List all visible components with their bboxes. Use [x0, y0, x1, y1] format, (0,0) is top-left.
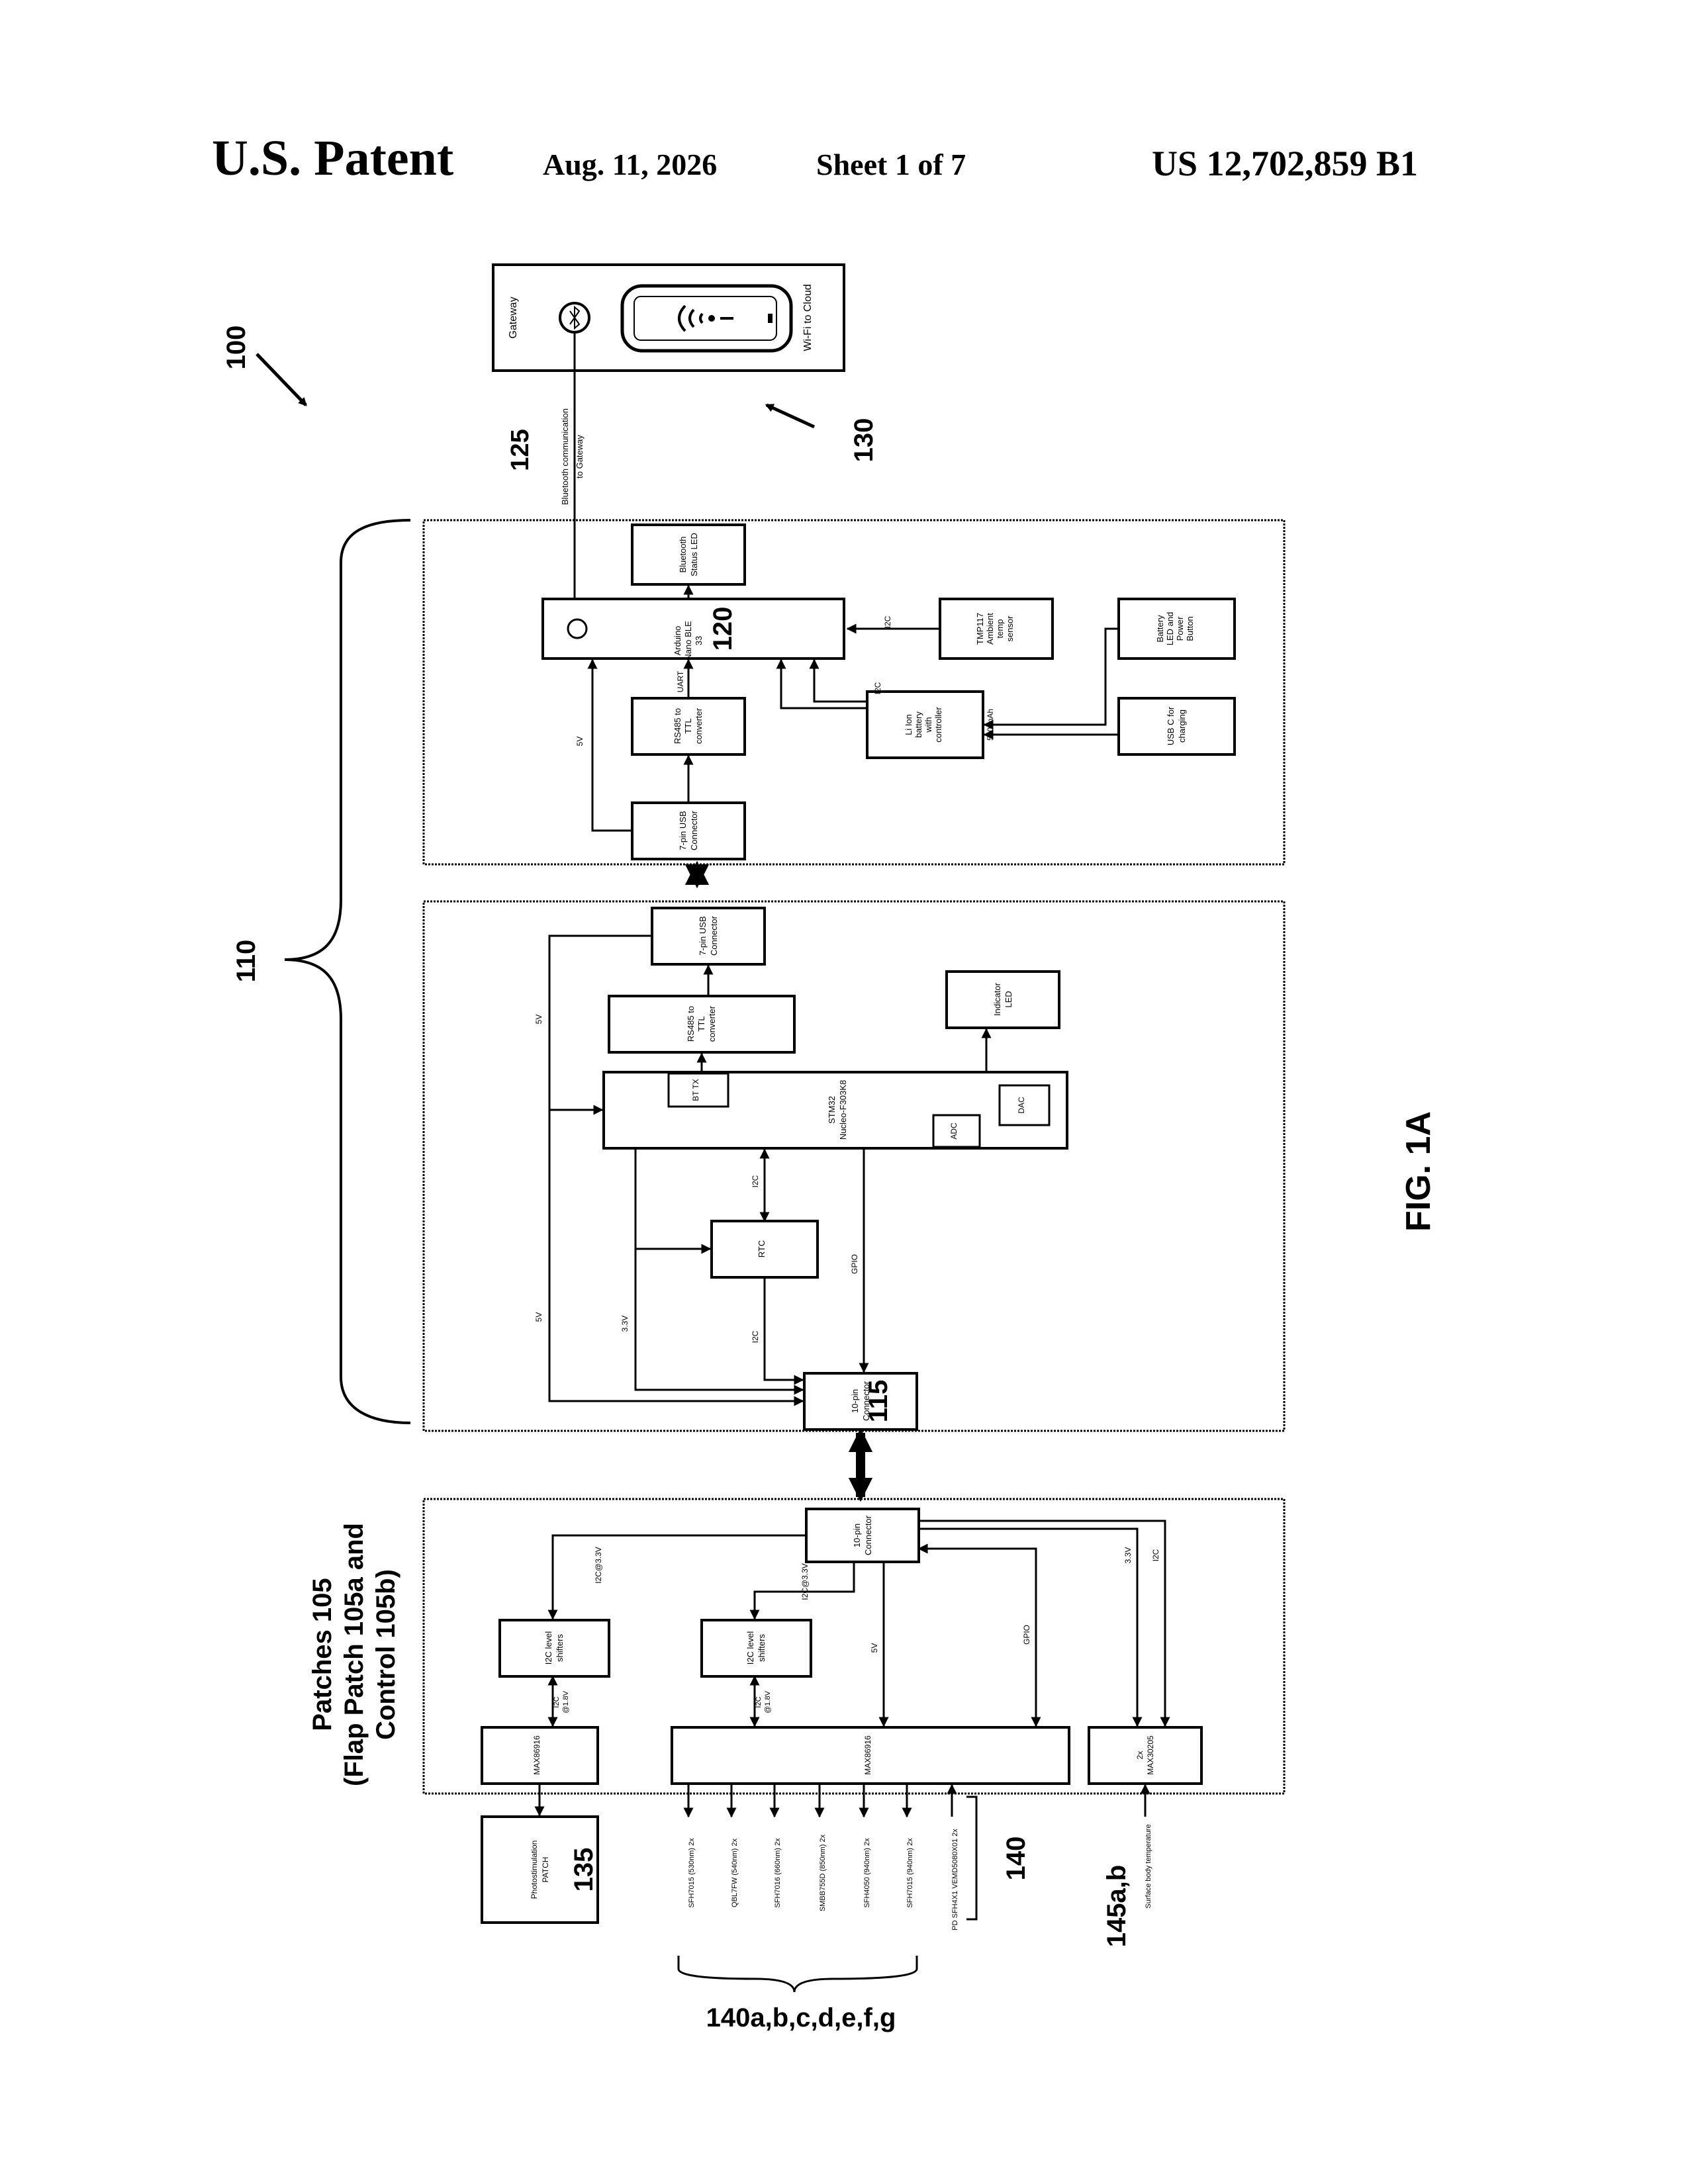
ref-115: 115	[864, 1380, 893, 1423]
svg-text:I2C@1.8V: I2C@1.8V	[553, 1690, 570, 1713]
led-5: SFH7015 (940nm) 2x	[906, 1838, 914, 1908]
led-4: SFH4050 (940nm) 2x	[863, 1838, 871, 1908]
svg-text:5V: 5V	[534, 1015, 543, 1024]
ref-125: 125	[506, 429, 534, 471]
connector-7pin-wireless	[632, 803, 745, 859]
svg-text:5V: 5V	[870, 1643, 879, 1653]
svg-text:BT TX: BT TX	[691, 1079, 700, 1101]
svg-text:DAC: DAC	[1017, 1097, 1026, 1114]
svg-text:I2C: I2C	[873, 682, 882, 694]
ref-140-list: 140a,b,c,d,e,f,g	[706, 2003, 896, 2032]
ref-140: 140	[1002, 1837, 1031, 1881]
svg-text:I2C@3.3V: I2C@3.3V	[800, 1563, 810, 1600]
gateway-title: Gateway	[508, 296, 519, 338]
gateway-panel: Gateway Wi-Fi to Cloud	[493, 265, 844, 371]
svg-text:ADC: ADC	[949, 1122, 959, 1140]
svg-text:MAX86916: MAX86916	[863, 1735, 872, 1775]
led-3: SMBB755D (850nm) 2x	[819, 1834, 827, 1911]
svg-text:I2C: I2C	[751, 1175, 760, 1187]
module-controller: 7-pin USBConnector RS485 toTTLconverter …	[424, 901, 1284, 1431]
connector-7pin-controller	[652, 908, 765, 964]
brace-110	[285, 520, 410, 1423]
bluetooth-icon	[560, 303, 589, 332]
ref-100: 100	[222, 326, 251, 370]
svg-text:GPIO: GPIO	[850, 1254, 859, 1274]
led-2: SFH7016 (660nm) 2x	[774, 1838, 782, 1908]
connector-10pin-controller	[804, 1373, 917, 1430]
bt-led-block	[632, 525, 745, 584]
svg-text:RTC: RTC	[757, 1240, 767, 1257]
ref-110: 110	[232, 940, 261, 983]
svg-text:3.3V: 3.3V	[620, 1316, 630, 1332]
ref-130: 130	[849, 418, 878, 463]
led-6: PD SFH4X1 VEMD5080X01 2x	[951, 1829, 959, 1931]
mcu-block	[543, 599, 844, 659]
connector-10pin-patch	[806, 1509, 919, 1562]
svg-text:I2C@1.8V: I2C@1.8V	[755, 1690, 772, 1713]
patches-label-3: Control 105b)	[371, 1569, 400, 1740]
ref-120: 120	[708, 607, 737, 651]
bt-link-label-1: Bluetooth communication	[560, 408, 570, 505]
svg-text:I2C: I2C	[1151, 1549, 1160, 1561]
svg-text:5V: 5V	[534, 1312, 543, 1322]
led-1: QBL7FW (540nm) 2x	[731, 1839, 739, 1907]
svg-text:GPIO: GPIO	[1022, 1625, 1031, 1645]
phone-icon	[622, 286, 791, 351]
bt-link-label-2: to Gateway	[575, 435, 585, 478]
ref-135: 135	[569, 1848, 598, 1892]
svg-text:5V: 5V	[575, 737, 585, 747]
led-channels: SFH7015 (530nm) 2x QBL7FW (540nm) 2x SFH…	[688, 1784, 959, 1931]
svg-text:I2C@3.3V: I2C@3.3V	[594, 1547, 603, 1584]
svg-text:BatteryLED andPowerButton: BatteryLED andPowerButton	[1155, 612, 1195, 646]
patches-label-2: (Flap Patch 105a and	[340, 1523, 369, 1786]
figure-title: FIG. 1A	[1399, 1111, 1438, 1232]
svg-text:I2C: I2C	[751, 1330, 760, 1343]
module-patches: Patches 105 (Flap Patch 105a and Control…	[308, 1499, 1284, 1794]
temp-label: Surface body temperature	[1145, 1824, 1152, 1908]
patches-label-1: Patches 105	[308, 1578, 337, 1731]
indicator-led-block	[947, 972, 1059, 1028]
max30205-block	[1089, 1727, 1201, 1784]
svg-text:3.3V: 3.3V	[1123, 1547, 1133, 1564]
ref-145: 145a,b	[1102, 1865, 1131, 1948]
svg-text:MAX86916: MAX86916	[532, 1735, 541, 1775]
led-0: SFH7015 (530nm) 2x	[688, 1838, 696, 1908]
svg-text:I2C: I2C	[883, 615, 892, 628]
gateway-subtitle: Wi-Fi to Cloud	[802, 284, 814, 351]
svg-text:UART: UART	[676, 670, 685, 692]
module-wireless: ArduinoNano BLE33 120 BluetoothStatus LE…	[424, 520, 1284, 864]
